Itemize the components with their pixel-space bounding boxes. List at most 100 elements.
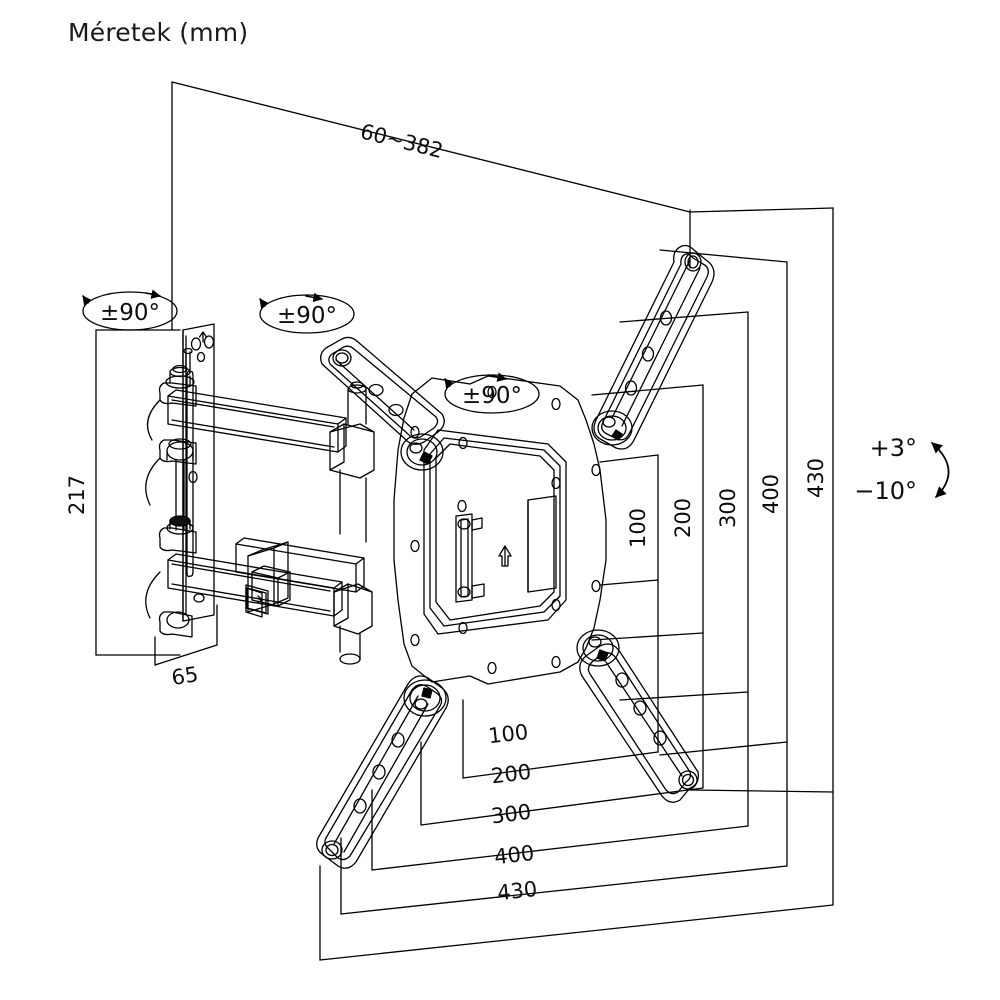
depth-dimension-group (171, 81, 691, 331)
telescope-clip-arrow-icon (255, 595, 263, 604)
extension-arm-tl-hole-2 (388, 403, 404, 417)
vesa-plate-inner-raised (423, 429, 567, 635)
extension-arm-br-inner (587, 652, 692, 795)
upper-arm-assembly (145, 347, 347, 619)
vesa-vertical-label-100: 100 (626, 508, 650, 548)
extension-arm-tl-knuckle-hole (409, 442, 423, 454)
vesa-h-line-430 (319, 904, 834, 961)
plate-depth-dimension-group (154, 604, 218, 666)
extension-arm-br-body (579, 643, 699, 803)
swivel-1-arrow-right-icon (145, 289, 161, 299)
vesa-hole-bottom (487, 661, 497, 675)
vesa-v-ext-430-top (689, 207, 834, 213)
extension-arm-bl-knuckle-2 (409, 684, 441, 712)
extension-arm-tl-inner (328, 345, 439, 439)
upper-arm-wall-pivot-nut-2-top (168, 438, 192, 450)
swivel-label-2: ±90° (277, 303, 337, 329)
vesa-hole-right-bottom (591, 579, 601, 593)
vesa-plate-inner-raised-2 (429, 437, 561, 627)
extension-arm-tr-ridge-1 (611, 259, 691, 419)
extension-arm-bl-ridge-2 (343, 703, 429, 853)
extension-arm-bl-hole-3 (391, 732, 405, 748)
vesa-back-plate (393, 375, 607, 685)
mid-block-right (273, 541, 289, 605)
upper-arm-bar-detail-1 (171, 399, 335, 428)
vesa-hole-tl (457, 499, 467, 513)
extension-arm-bottom-right (576, 629, 699, 803)
vesa-v-ext-100-bottom (599, 579, 659, 586)
telescoping-centre-arm (235, 537, 365, 614)
extension-arm-br-pivot-hole (678, 770, 698, 790)
extension-arm-bl-pivot-hole (321, 840, 343, 860)
vesa-h-line-200 (420, 787, 704, 826)
vesa-v-ext-200-bottom (591, 632, 704, 641)
tilt-indicator (931, 442, 950, 498)
extension-arm-br-knuckle (576, 629, 620, 667)
extension-arm-tl-body (320, 336, 445, 445)
lower-arm-pivot-nut (169, 515, 191, 527)
wall-plate-hole-tr (203, 335, 215, 349)
vesa-hole-inner-tr (551, 476, 561, 490)
vesa-horizontal-label-430: 430 (496, 877, 539, 905)
upper-arm-pivot-bolt-head (172, 364, 188, 374)
plate-bracket-curve-2 (145, 457, 161, 506)
vesa-safety-latch (455, 513, 473, 603)
telescope-clip (246, 587, 267, 614)
extension-arm-tr-pivot-inner (687, 255, 699, 269)
extension-arm-tr-hole-3 (624, 380, 638, 396)
extension-arm-bl-knuckle-hole (414, 698, 428, 710)
lower-arm-bar-right (333, 581, 343, 617)
mid-block-top (247, 541, 289, 557)
swivel-2-arrow-right-icon (305, 292, 323, 303)
plate-up-arrow-icon (498, 545, 512, 567)
depth65-dimension-line (154, 644, 218, 666)
upper-arm-nut-2-sides (166, 450, 194, 461)
lower-arm-bar-detail-2 (171, 583, 331, 612)
extension-arm-bl-pivot-inner (325, 843, 339, 857)
extension-arm-bl-knuckle (403, 679, 447, 717)
extension-arm-tl-knuckle (400, 433, 444, 471)
extension-arm-bl-hole-1 (353, 798, 367, 814)
extension-arm-br-pivot-inner (681, 773, 695, 787)
vesa-h-line-100 (462, 751, 659, 779)
vesa-v-ext-400-bottom (659, 741, 788, 756)
extension-arm-tr-inner (601, 253, 709, 441)
mid-joint-lower-bolt-nut (339, 653, 361, 665)
swivel-indicator-3 (444, 372, 540, 414)
extension-arm-tr-knuckle-square (611, 429, 623, 441)
mid-joint-upper-hex-edge (329, 423, 345, 471)
extension-arm-tl-pivot-hole (332, 349, 352, 367)
vesa-h-line-300 (371, 825, 749, 871)
vesa-h-line-400 (340, 865, 788, 915)
extension-arm-tr-knuckle (591, 410, 633, 446)
swivel-2-arrow-left-icon (259, 298, 269, 309)
wall-plate-hole-tl (190, 337, 202, 351)
mid-joint-lower-bolt (339, 625, 361, 661)
vesa-v-ext-300-bottom (619, 691, 749, 701)
vesa-latch-tab-bottom (471, 583, 485, 599)
extension-arm-top-right (591, 244, 715, 450)
swivel-1-arrow-left-icon (82, 295, 92, 306)
vesa-vertical-label-430: 430 (804, 458, 828, 498)
mid-joint-shaft (339, 469, 367, 543)
telescope-slider-top (251, 565, 291, 579)
vesa-plate-inner-raised-3 (435, 443, 555, 621)
vesa-v-ext-400-top (659, 249, 788, 263)
telescope-arm-top (235, 537, 365, 565)
swivel-indicator-2 (259, 292, 355, 334)
upper-arm-bar-detail-2 (171, 419, 335, 448)
vesa-vertical-label-400: 400 (759, 474, 783, 514)
vesa-horizontal-label-300: 300 (490, 800, 533, 829)
vesa-hole-inner-br (551, 598, 561, 612)
vesa-vertical-label-200: 200 (671, 498, 695, 538)
plate-bracket-curve-3 (145, 571, 161, 619)
wall-plate-hole-mid (188, 470, 198, 484)
tilt-down-label: −10° (854, 477, 917, 505)
extension-arm-tr-pivot-hole (684, 252, 702, 272)
extension-arm-bl-ridge-1 (333, 695, 419, 845)
vesa-hole-bottom-r (551, 655, 561, 669)
plate-depth-label: 65 (170, 662, 200, 690)
extension-arm-tr-hole-1 (659, 310, 673, 326)
page-title: Méretek (mm) (68, 18, 249, 47)
